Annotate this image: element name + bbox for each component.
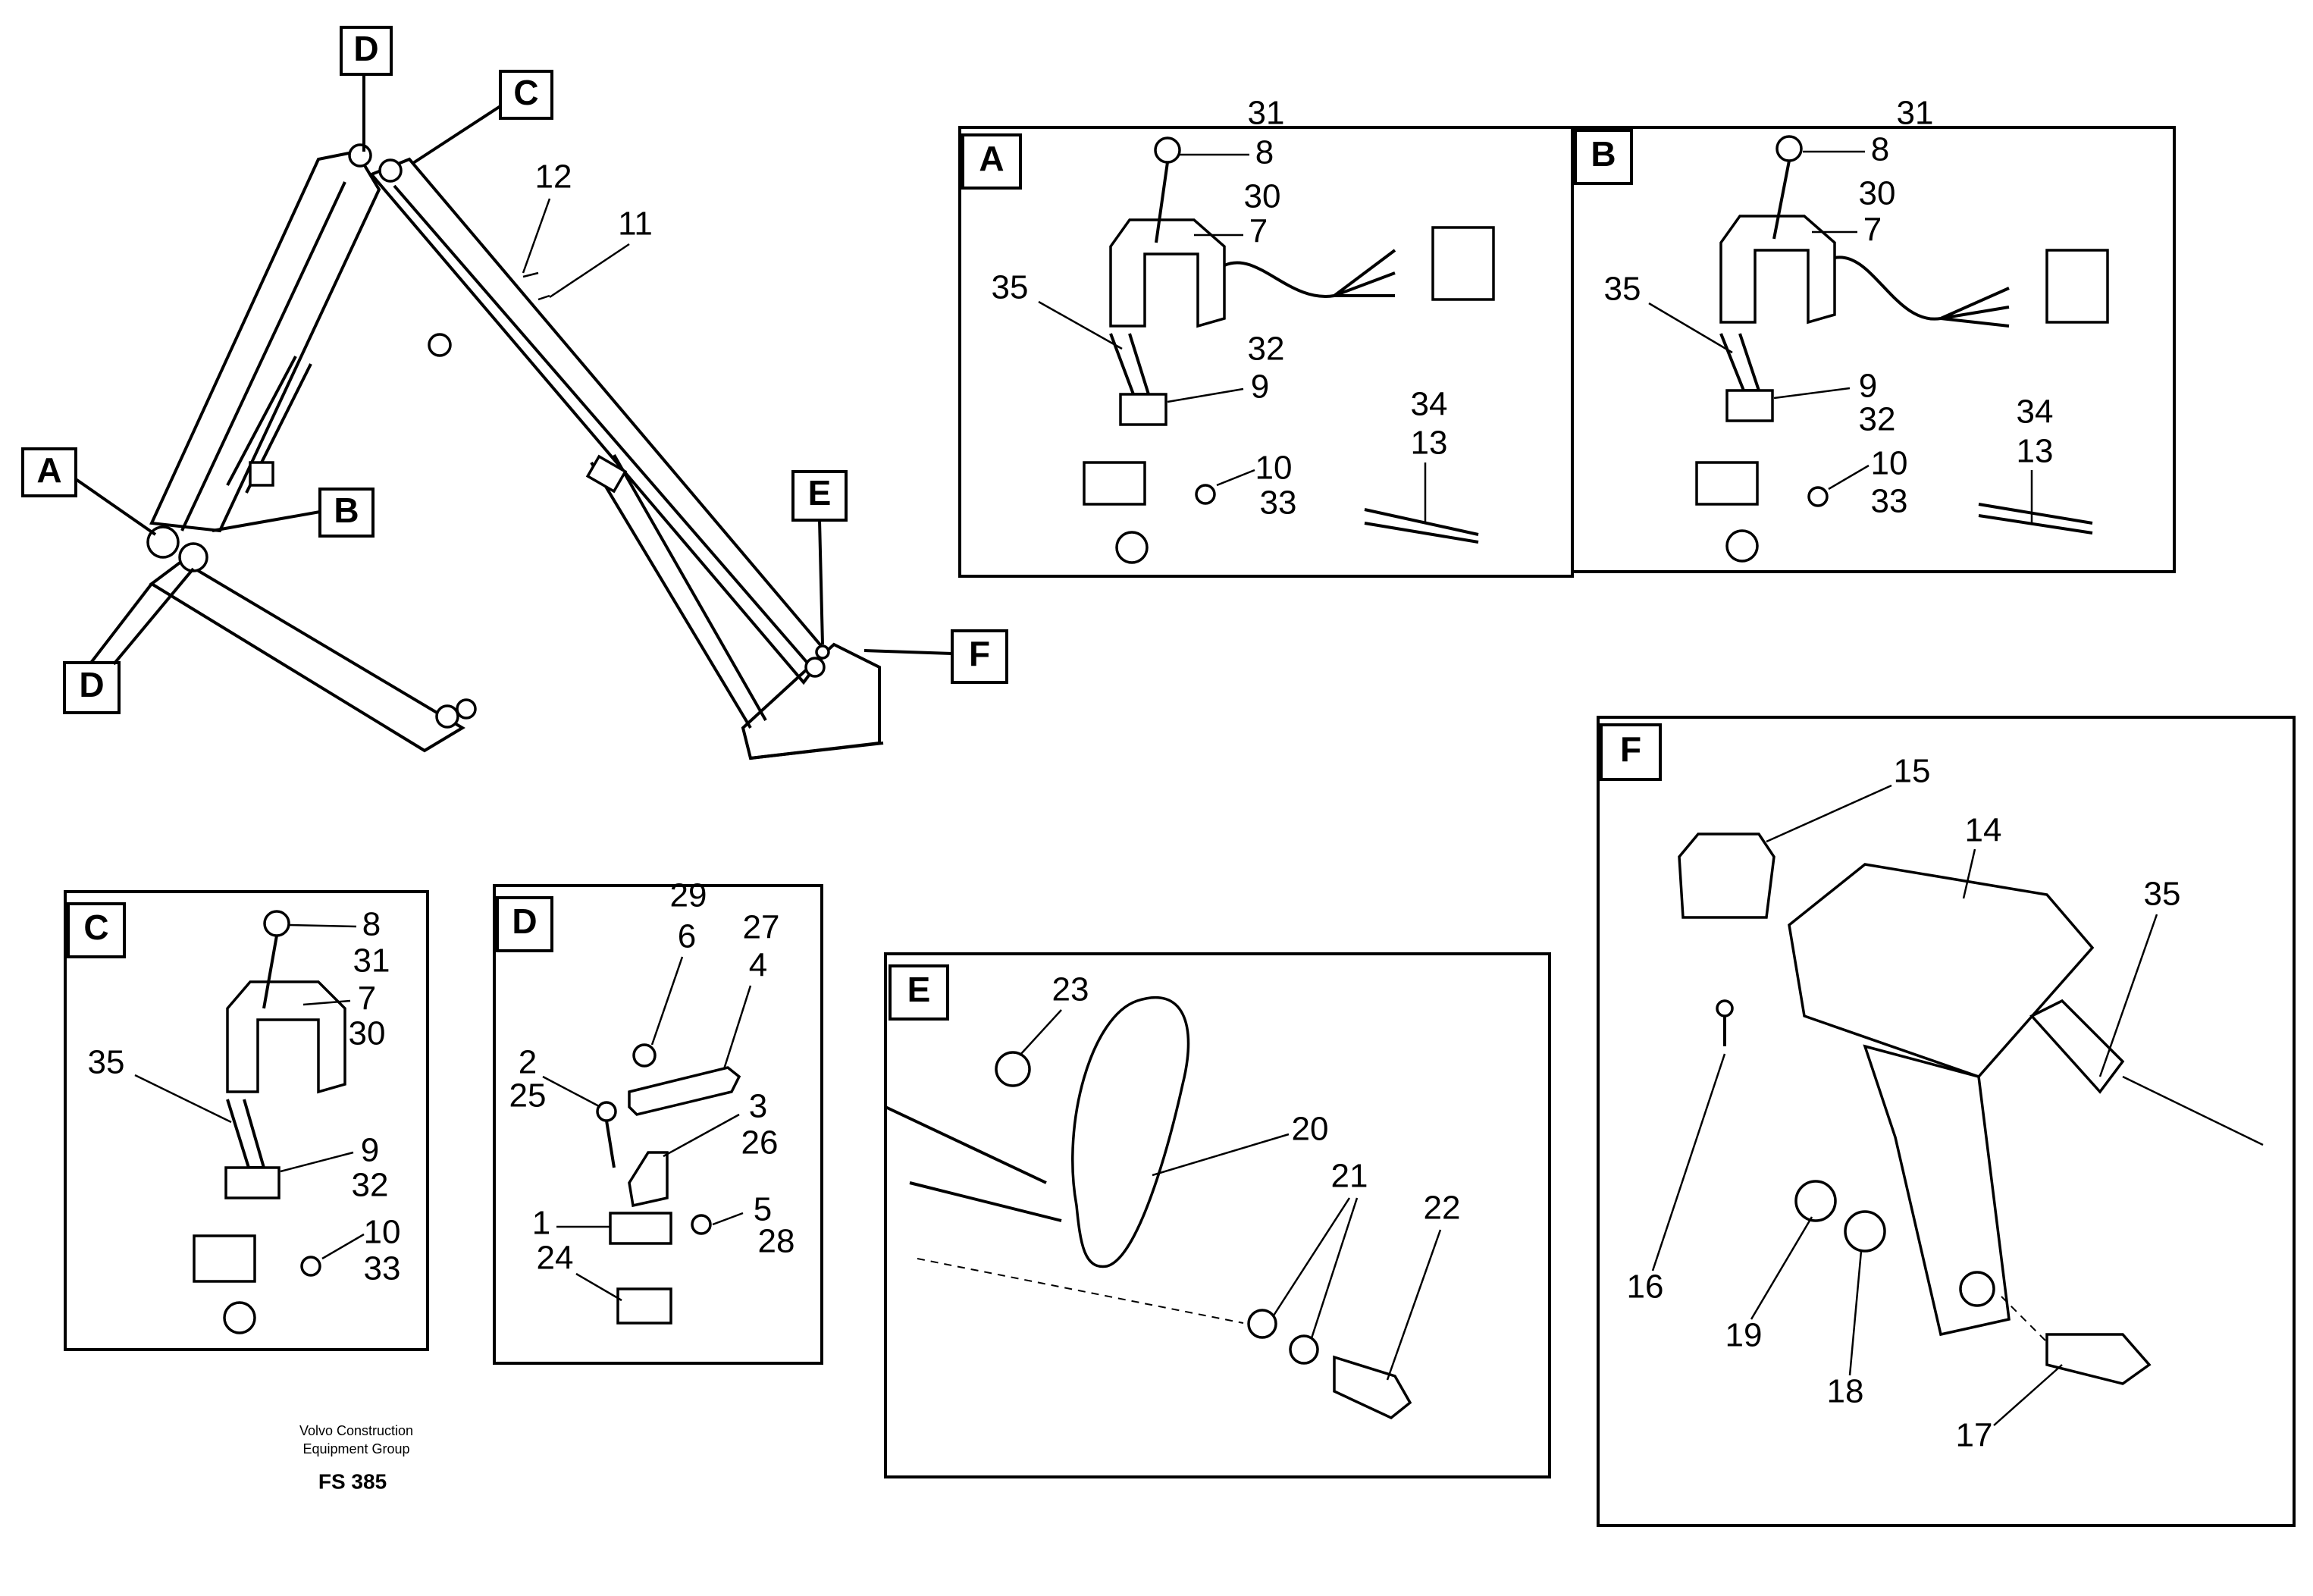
part-number-label: 32 <box>352 1167 389 1204</box>
part-number-label: 7 <box>1249 213 1268 250</box>
panel-c-tag <box>67 902 126 958</box>
part-number-label: 24 <box>537 1240 574 1277</box>
part-number-label: 2 <box>519 1044 537 1081</box>
part-number-label: 27 <box>743 909 780 946</box>
part-number-label: 14 <box>1965 812 2002 849</box>
part-number-label: 34 <box>2017 394 2054 431</box>
part-number-label: 3 <box>749 1088 767 1125</box>
part-number-label: 15 <box>1894 753 1931 790</box>
panel-d: D 29 6 27 4 2 25 3 26 1 5 28 24 <box>493 877 823 1365</box>
part-number-label: 26 <box>741 1124 779 1162</box>
part-number-label: 10 <box>1871 445 1908 482</box>
part-number-label: 30 <box>1244 178 1281 215</box>
part-number-label: C <box>83 908 108 947</box>
part-number-label: F <box>969 634 990 673</box>
part-number-label: 32 <box>1248 331 1285 368</box>
part-number-label: 23 <box>1052 971 1089 1008</box>
part-number-label: B <box>334 491 359 530</box>
part-number-label: 10 <box>364 1214 401 1251</box>
part-number-label: 17 <box>1956 1417 1993 1454</box>
panel-b: B 31 8 30 7 35 9 32 34 13 10 33 <box>1571 95 2176 573</box>
part-number-label: 35 <box>88 1044 125 1081</box>
part-number-label: 13 <box>2017 433 2054 470</box>
part-number-label: 9 <box>361 1132 379 1169</box>
panel-c: C 8 31 7 30 35 9 32 10 33 <box>64 890 429 1351</box>
part-number-label: 35 <box>1604 271 1641 308</box>
part-number-label: 6 <box>678 918 696 955</box>
part-number-label: A <box>36 450 61 490</box>
part-number-label: 8 <box>362 906 381 943</box>
callout-d-bottom[interactable]: D <box>63 567 195 714</box>
part-number-label: 35 <box>992 269 1029 306</box>
callout-a[interactable]: A <box>21 447 157 536</box>
part-number-label: 32 <box>1859 401 1896 438</box>
part-number-label: D <box>353 29 378 68</box>
part-number-label: 31 <box>353 942 390 980</box>
part-number-label: 10 <box>1255 450 1293 487</box>
part-number-label: 30 <box>1859 175 1896 212</box>
part-number-label: 33 <box>364 1250 401 1287</box>
part-number-label: 18 <box>1827 1373 1864 1410</box>
panel-d-tag <box>496 896 553 952</box>
part-number-label: 30 <box>349 1015 386 1052</box>
part-number-label: 9 <box>1251 368 1269 406</box>
part-number-label: 31 <box>1248 95 1285 132</box>
part-number-label: 21 <box>1331 1158 1368 1195</box>
overview-callouts: D C A B D E F <box>21 26 1008 714</box>
part-number-label: 19 <box>1725 1317 1763 1354</box>
part-number-label: 33 <box>1260 484 1297 522</box>
part-number-label: D <box>79 665 104 704</box>
part-number-label: A <box>979 139 1004 178</box>
part-number-label: 33 <box>1871 483 1908 520</box>
part-number-label: D <box>512 901 537 941</box>
part-number-label: 20 <box>1292 1111 1329 1148</box>
part-number-label: E <box>808 473 832 513</box>
panel-f-tag <box>1600 723 1662 781</box>
callout-b[interactable]: B <box>212 488 375 538</box>
callout-c-top[interactable]: C <box>412 70 553 165</box>
part-number-label: B <box>1591 134 1616 174</box>
part-number-label: 7 <box>358 980 376 1017</box>
panel-f: F 15 14 35 16 19 18 17 <box>1597 716 2296 1527</box>
part-number-label: C <box>513 73 538 112</box>
part-number-label: E <box>907 970 931 1009</box>
callout-f[interactable]: F <box>863 629 1008 684</box>
footer-code: FS 385 <box>318 1469 387 1493</box>
footer-block: Volvo Construction Equipment Group FS 38… <box>299 1423 413 1494</box>
part-number-label: 12 <box>535 158 572 196</box>
footer-company-line2: Equipment Group <box>302 1441 409 1456</box>
part-number-label: 5 <box>754 1191 772 1228</box>
part-number-label: 9 <box>1859 368 1877 405</box>
part-number-label: 25 <box>509 1077 547 1115</box>
part-number-label: 29 <box>670 877 707 914</box>
part-number-label: F <box>1620 729 1641 769</box>
part-number-label: 7 <box>1863 212 1882 249</box>
part-number-label: 16 <box>1627 1268 1664 1306</box>
overview-boom-drawing <box>146 143 884 760</box>
part-number-label: 35 <box>2144 876 2181 913</box>
callout-d-top[interactable]: D <box>340 26 393 152</box>
panel-a-tag <box>961 133 1022 190</box>
part-number-label: 28 <box>758 1223 795 1260</box>
part-number-label: 31 <box>1897 95 1934 132</box>
part-number-label: 34 <box>1411 386 1448 423</box>
callout-e[interactable]: E <box>791 470 848 645</box>
panel-e: E 23 20 21 22 <box>884 952 1551 1478</box>
part-number-label: 8 <box>1871 131 1889 168</box>
footer-company-line1: Volvo Construction <box>299 1423 413 1438</box>
part-number-label: 22 <box>1424 1190 1461 1227</box>
part-number-label: 1 <box>532 1205 550 1242</box>
part-number-label: 4 <box>749 947 767 984</box>
part-number-label: 13 <box>1411 425 1448 462</box>
panel-e-tag <box>889 964 949 1021</box>
panel-a: A 31 8 30 7 35 32 9 34 13 10 33 <box>958 95 1574 578</box>
panel-b-tag <box>1574 129 1633 185</box>
overview-part-labels: 12 11 <box>522 158 653 299</box>
part-number-label: 11 <box>618 205 653 243</box>
part-number-label: 8 <box>1255 134 1274 171</box>
